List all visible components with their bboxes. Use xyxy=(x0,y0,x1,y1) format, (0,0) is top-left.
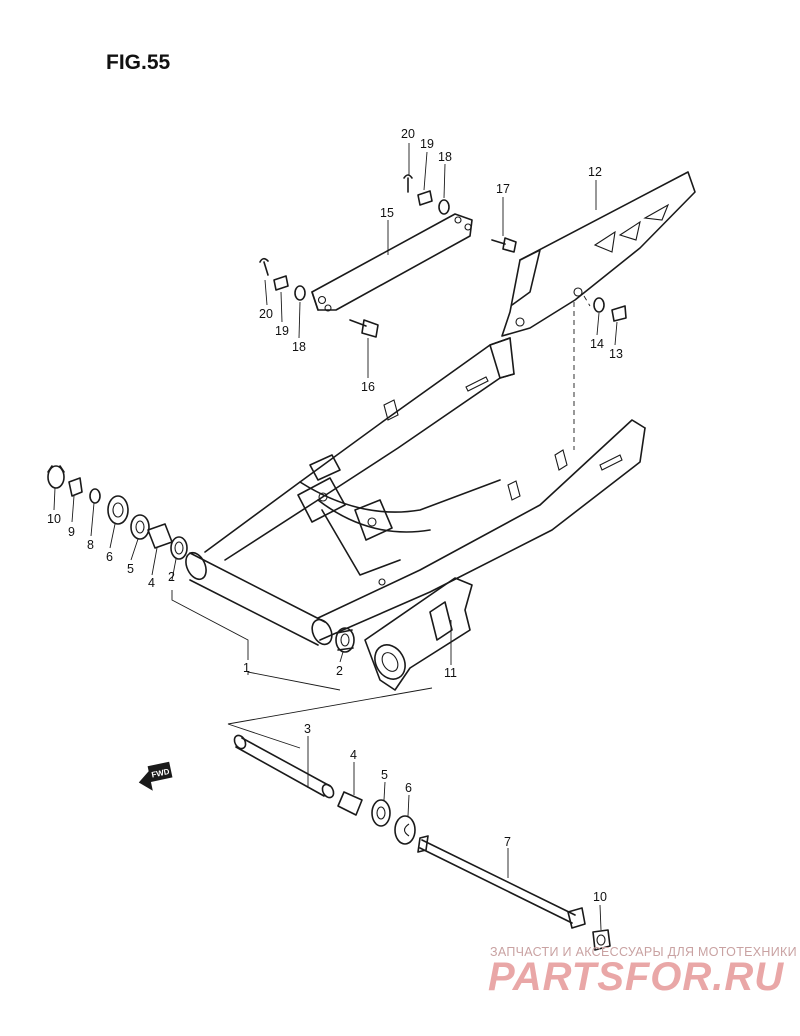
assembly-line-bolt xyxy=(583,295,591,307)
pivot-bearing-right xyxy=(335,627,355,653)
callout: 2 xyxy=(336,664,343,678)
pivot-nut-10-lower xyxy=(592,929,611,951)
watermark-tagline: ЗАПЧАСТИ И АКСЕССУАРЫ ДЛЯ МОТОТЕХНИКИ xyxy=(490,945,797,959)
callout: 20 xyxy=(259,307,273,321)
callout: 18 xyxy=(438,150,452,164)
washer-18-upper xyxy=(438,199,450,215)
callout: 8 xyxy=(87,538,94,552)
callout: 18 xyxy=(292,340,306,354)
bolt-16 xyxy=(349,319,379,338)
pivot-sleeve-3 xyxy=(233,734,335,799)
watermark: ЗАПЧАСТИ И АКСЕССУАРЫ ДЛЯ МОТОТЕХНИКИ PA… xyxy=(488,945,797,999)
callout-labels: 20 19 18 17 12 15 20 19 18 16 14 13 10 9… xyxy=(47,127,623,904)
watermark-logo: PARTSFOR.RU xyxy=(488,955,784,999)
cotter-pin-upper xyxy=(403,174,413,193)
castle-nut-upper xyxy=(417,190,433,206)
callout: 5 xyxy=(381,768,388,782)
torque-link xyxy=(311,213,473,312)
chain-guard xyxy=(501,171,696,337)
lower-washer-5 xyxy=(371,799,391,827)
callout: 17 xyxy=(496,182,510,196)
callout: 19 xyxy=(275,324,289,338)
callout: 13 xyxy=(609,347,623,361)
leader-lines xyxy=(53,143,618,931)
bolt-17 xyxy=(491,237,517,253)
left-pivot-hardware xyxy=(47,465,188,560)
fwd-label: FWD xyxy=(151,767,171,780)
callout: 4 xyxy=(148,576,155,590)
washer-18-lower xyxy=(294,285,306,301)
callout: 7 xyxy=(504,835,511,849)
callout: 10 xyxy=(47,512,61,526)
chain-buffer xyxy=(364,577,473,691)
callout: 4 xyxy=(350,748,357,762)
figure-title: FIG.55 xyxy=(106,51,171,74)
callout: 12 xyxy=(588,165,602,179)
callout: 6 xyxy=(405,781,412,795)
callout: 2 xyxy=(168,570,175,584)
callout: 9 xyxy=(68,525,75,539)
callout: 6 xyxy=(106,550,113,564)
pivot-shaft-7 xyxy=(417,835,586,929)
lower-bushing-4 xyxy=(337,791,363,816)
callout: 19 xyxy=(420,137,434,151)
callout: 3 xyxy=(304,722,311,736)
swingarm xyxy=(185,337,646,646)
washer-14 xyxy=(593,297,605,313)
bolt-13 xyxy=(611,305,627,322)
lower-seal-6 xyxy=(394,815,416,845)
cotter-pin-lower xyxy=(259,257,269,276)
callout: 14 xyxy=(590,337,604,351)
callout: 5 xyxy=(127,562,134,576)
callout: 11 xyxy=(444,666,457,680)
castle-nut-lower xyxy=(273,275,289,291)
forward-arrow-icon: FWD xyxy=(138,761,173,791)
callout: 15 xyxy=(380,206,394,220)
callout: 20 xyxy=(401,127,415,141)
callout: 1 xyxy=(243,661,250,675)
callout: 16 xyxy=(361,380,375,394)
callout: 10 xyxy=(593,890,607,904)
